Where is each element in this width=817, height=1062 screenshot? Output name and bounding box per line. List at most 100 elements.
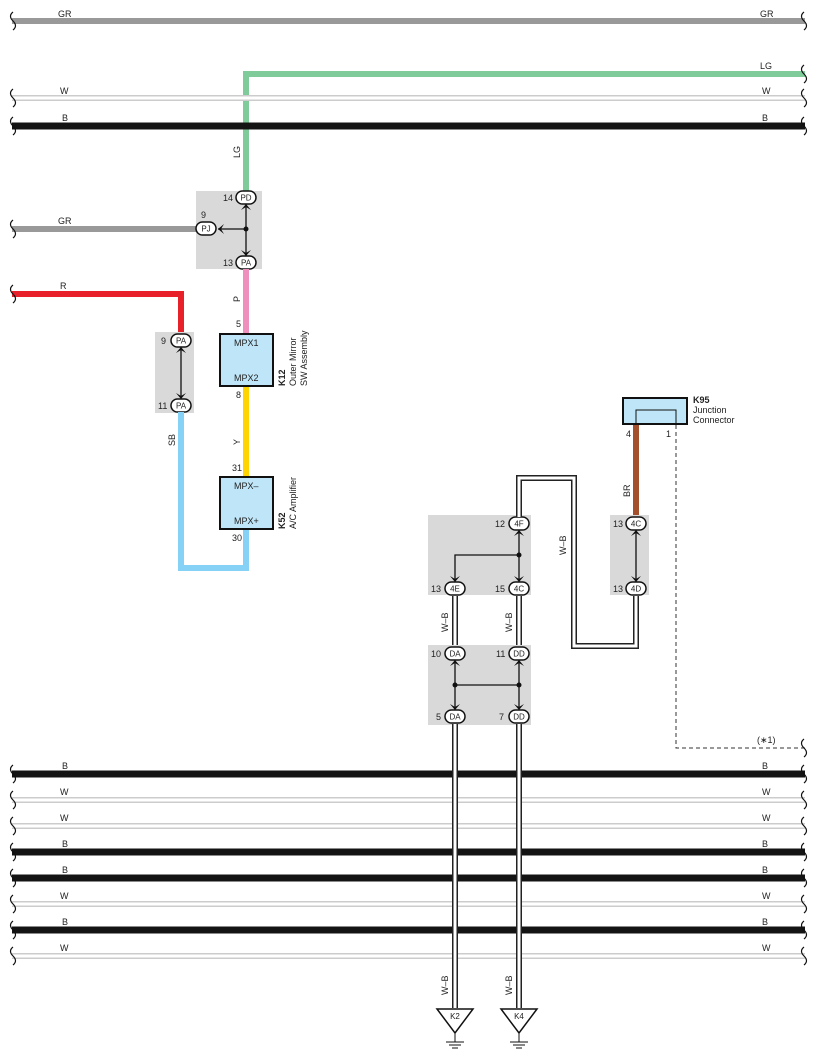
connector-da-top-label: DA (449, 650, 461, 659)
ground-drops: W–B W–B K2 K4 (435, 724, 539, 1049)
wire-label-w-1-left: W (60, 787, 69, 797)
splice-dot-4f (516, 552, 522, 558)
wire-label-wb-right-mid: W–B (504, 612, 514, 632)
pin-5a: 5 (236, 319, 241, 329)
connector-da-bottom (444, 709, 466, 724)
pin-30: 30 (232, 533, 242, 543)
break-left-w-top (9, 88, 17, 108)
break-left-b-2 (9, 842, 17, 862)
pin-5b: 5 (436, 712, 441, 722)
arrow-4e (450, 576, 460, 582)
break-right-w-2 (800, 816, 808, 836)
wire-label-b-2-right: B (762, 839, 768, 849)
arrow-4c (631, 530, 641, 536)
k52-pin-top: MPX– (234, 481, 259, 491)
connector-4d (625, 581, 647, 596)
break-right-w-3 (800, 894, 808, 914)
wire-label-b-4-left: B (62, 917, 68, 927)
k52-id: K52 (277, 512, 287, 529)
pin-13b: 13 (431, 584, 441, 594)
wire-label-y: Y (232, 439, 242, 445)
pin-15: 15 (495, 584, 505, 594)
ground-k2-triangle (435, 1008, 475, 1035)
break-left-b-top (9, 116, 17, 136)
wire-label-lg-vertical: LG (232, 146, 242, 158)
arrow-4f (514, 530, 524, 536)
pin-14: 14 (223, 193, 233, 203)
pin-1: 1 (666, 429, 671, 439)
component-k95 (622, 397, 688, 425)
connector-da-bottom-label: DA (449, 713, 461, 722)
wire-label-gr-top-right: GR (760, 9, 774, 19)
connector-pd-label: PD (240, 194, 251, 203)
wire-label-w-2-right: W (762, 813, 771, 823)
wire-label-w-4-left: W (60, 943, 69, 953)
break-left-w-3 (9, 894, 17, 914)
component-k12 (219, 333, 274, 387)
pin-4: 4 (626, 429, 631, 439)
pin-10: 10 (431, 649, 441, 659)
connector-4c-right (625, 516, 647, 531)
ground-k4-label: K4 (514, 1012, 524, 1021)
wire-label-b-1-right: B (762, 761, 768, 771)
wire-label-w-3-left: W (60, 891, 69, 901)
wire-label-b-top-left: B (62, 113, 68, 123)
connector-4c-left (508, 581, 530, 596)
connector-pd (235, 190, 257, 205)
k95-id: K95 (693, 395, 710, 405)
break-left-b-4 (9, 920, 17, 940)
break-right-w-1 (800, 790, 808, 810)
arrow-pa-upper (176, 347, 186, 353)
connector-4c-right-label: 4C (631, 520, 641, 529)
pin-12: 12 (495, 519, 505, 529)
splice-dot-pd (243, 226, 249, 232)
wire-label-wb-k4: W–B (504, 975, 514, 995)
k95-name-1: Junction (693, 405, 727, 415)
wire-wb-loop-core (517, 476, 638, 648)
break-right-gr-top (800, 11, 808, 31)
pin-9a: 9 (201, 210, 206, 220)
k52-pin-bottom: MPX+ (234, 516, 259, 526)
arrow-pa (241, 250, 251, 256)
break-left-r (9, 284, 17, 304)
connector-pj-label: PJ (201, 225, 210, 234)
wire-lg (243, 71, 805, 196)
right-section: K95 Junction Connector 4 1 BR (∗1) 4C 13… (428, 395, 805, 749)
wire-label-b-4-right: B (762, 917, 768, 927)
k12-pin-top: MPX1 (234, 338, 259, 348)
break-right-b-2 (800, 842, 808, 862)
break-right-b-1 (800, 764, 808, 784)
wire-label-wb-k2: W–B (440, 975, 450, 995)
note-star-1: (∗1) (757, 735, 776, 745)
arrow-dd-top (514, 660, 524, 666)
splice-dot-dd (516, 682, 522, 688)
wire-label-gr-mid: GR (58, 216, 72, 226)
ground-k2-label: K2 (450, 1012, 460, 1021)
connector-pa-lower-label: PA (176, 402, 187, 411)
wire-r (12, 291, 184, 334)
arrow-4c-left (514, 576, 524, 582)
wire-sb (178, 412, 249, 571)
k95-internal-link (635, 409, 677, 424)
wire-label-w-1-right: W (762, 787, 771, 797)
wire-label-r: R (60, 281, 67, 291)
component-k52 (219, 476, 274, 530)
connector-dd-bottom-label: DD (513, 713, 525, 722)
k12-name-1: Outer Mirror (288, 337, 298, 386)
connector-4e (444, 581, 466, 596)
connector-4e-label: 4E (450, 585, 460, 594)
connector-dd-top-label: DD (513, 650, 525, 659)
wire-label-wb-left-mid: W–B (440, 612, 450, 632)
connector-4f-label: 4F (514, 520, 523, 529)
connector-dd-bottom (508, 709, 530, 724)
break-left-b-3 (9, 868, 17, 888)
break-right-dashed (800, 738, 808, 758)
wire-label-w-top-right: W (762, 86, 771, 96)
k12-name-2: SW Assembly (299, 330, 309, 386)
break-left-b-1 (9, 764, 17, 784)
arrow-da-top (450, 660, 460, 666)
pin-13c: 13 (613, 519, 623, 529)
wire-label-b-1-left: B (62, 761, 68, 771)
break-right-lg (800, 64, 808, 84)
